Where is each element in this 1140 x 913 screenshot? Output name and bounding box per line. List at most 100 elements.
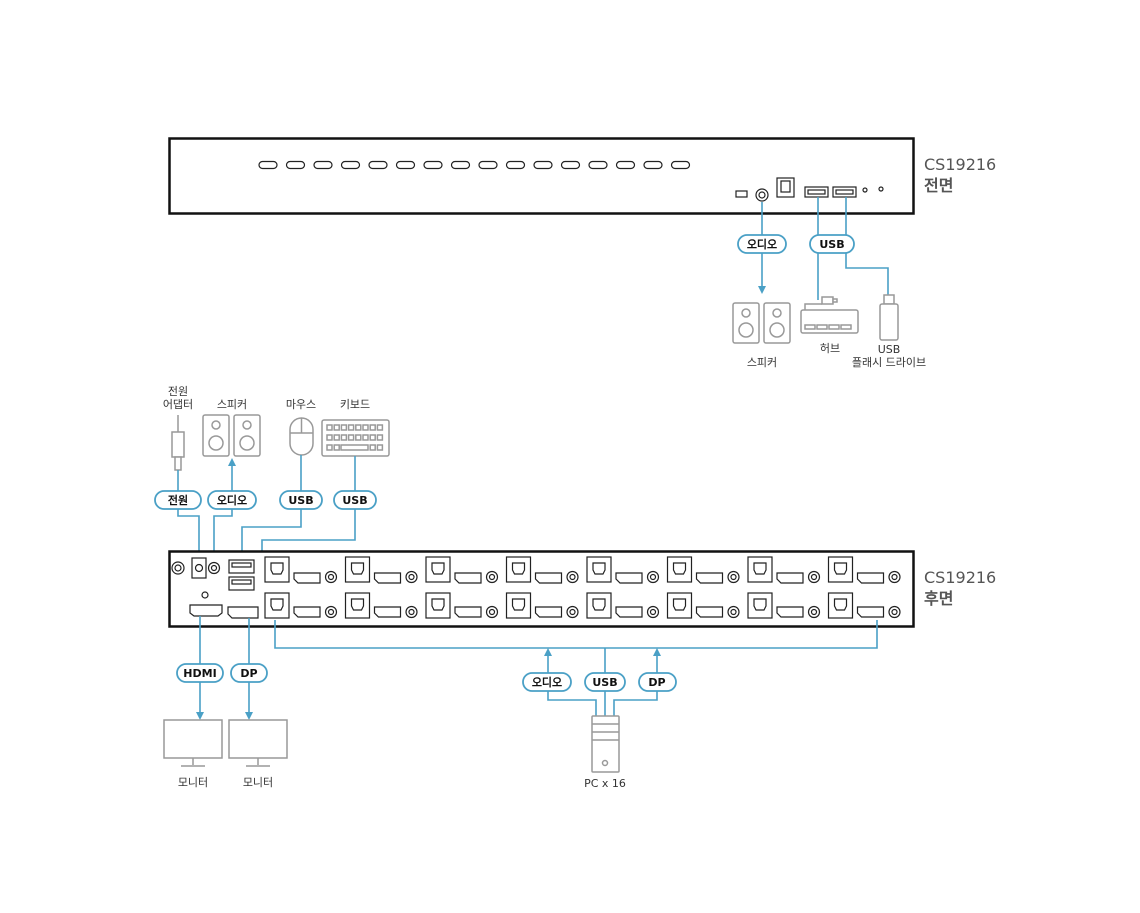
port-selection-led <box>423 160 443 170</box>
mouse-label: 마우스 <box>286 398 316 411</box>
svg-text:DP: DP <box>648 676 665 689</box>
keyboard-key <box>347 434 355 441</box>
pc-audio-jack-inner <box>569 573 576 581</box>
keyboard-key <box>369 444 376 451</box>
pc-dp-port <box>454 606 482 618</box>
pc-port-group <box>666 556 740 584</box>
monitor-icon <box>163 719 223 767</box>
power-adapter-label-1: 전원 <box>168 385 188 398</box>
port-selection-led <box>340 160 361 170</box>
mouse-icon <box>289 417 314 456</box>
console-dp-port <box>227 606 259 619</box>
pc-audio-pill: 오디오 <box>522 672 572 692</box>
pc-port-group <box>425 592 499 619</box>
monitor-label-1: 모니터 <box>178 776 208 789</box>
keyboard-key <box>340 434 348 441</box>
rear-panel <box>168 550 915 628</box>
pc-dp-port <box>856 606 885 618</box>
keyboard-key <box>333 424 340 431</box>
pc-dp-pill: DP <box>638 672 677 692</box>
pc-audio-jack-inner <box>408 573 415 581</box>
pc-port-group <box>264 592 338 619</box>
port-led-slots <box>258 160 691 170</box>
pc-dp-cable <box>613 691 658 716</box>
port-selection-led <box>588 160 608 170</box>
usb-b-socket <box>592 598 606 611</box>
pc-port-group <box>344 556 418 584</box>
port-selection-led <box>533 160 553 170</box>
front-led <box>862 187 868 193</box>
pc-port-groups <box>264 556 901 619</box>
rear-audio-cable <box>213 509 233 562</box>
pc-usb-pill: USB <box>584 672 626 692</box>
keyboard-key <box>355 424 362 431</box>
pc-audio-jack-inner <box>408 608 415 616</box>
pc-port-group <box>505 556 579 584</box>
usb-b-socket <box>753 562 767 575</box>
keyboard-key <box>347 424 355 431</box>
port-selection-led <box>450 160 471 170</box>
speaker-label: 스피커 <box>747 356 777 369</box>
rear-speaker-label: 스피커 <box>217 398 247 411</box>
pc-dp-port <box>856 572 885 584</box>
port-selection-led <box>478 160 498 170</box>
keyboard-key <box>326 434 333 441</box>
keyboard-key <box>376 424 384 431</box>
keyboard-spacebar <box>340 444 369 451</box>
power-adapter-label-2: 어댑터 <box>163 398 193 411</box>
pc-port-group <box>344 592 418 619</box>
pc-dp-port <box>615 606 643 618</box>
svg-text:오디오: 오디오 <box>747 237 777 251</box>
pc-audio-jack-inner <box>730 573 737 581</box>
pc-audio-jack-inner <box>488 608 496 616</box>
svg-text:전원: 전원 <box>168 493 188 507</box>
pc-bus-cable <box>274 620 878 649</box>
usb-flash-drive-icon <box>879 294 899 341</box>
usb-b-socket <box>350 562 365 575</box>
port-selection-led <box>505 160 526 170</box>
svg-text:USB: USB <box>819 238 844 251</box>
keyboard-key <box>333 444 340 451</box>
pc-port-group <box>827 556 901 584</box>
pc-audio-jack-inner <box>327 608 335 616</box>
keyboard-usb-pill: USB <box>333 490 377 510</box>
pc-dp-port <box>695 606 724 618</box>
front-side-label: 전면 <box>924 176 953 195</box>
front-switch <box>735 190 748 198</box>
keyboard-key <box>376 434 384 441</box>
pc-dp-port <box>293 572 321 584</box>
pc-dp-port <box>615 572 643 584</box>
pc-dp-port <box>534 606 563 618</box>
front-panel <box>168 137 915 215</box>
pc-audio-jack-inner <box>569 608 576 616</box>
keyboard-key <box>340 424 348 431</box>
front-model: CS19216 <box>924 155 996 174</box>
pc-usb-b-port <box>666 592 693 619</box>
front-usb-pill: USB <box>809 234 855 254</box>
pc-audio-jack-inner <box>488 573 496 581</box>
port-selection-led <box>285 160 306 170</box>
pc-audio-jack-inner <box>649 608 657 616</box>
port-selection-led <box>313 160 333 170</box>
power-pill: 전원 <box>154 490 202 510</box>
power-cable <box>177 509 200 558</box>
keyboard-key <box>355 434 362 441</box>
keyboard-key <box>333 434 340 441</box>
pc-dp-port <box>293 606 321 618</box>
dp-pill: DP <box>230 663 268 683</box>
ground-screw-small <box>201 591 209 599</box>
pc-port-group <box>747 592 821 619</box>
pc-port-group <box>666 592 740 619</box>
pc-audio-jack-inner <box>891 608 898 616</box>
svg-text:USB: USB <box>288 494 313 507</box>
port-selection-led <box>643 160 663 170</box>
pc-tower-icon <box>591 715 620 773</box>
svg-text:HDMI: HDMI <box>183 667 216 680</box>
pc-port-group <box>827 592 901 619</box>
pc-port-group <box>586 592 660 619</box>
usb-b-socket <box>431 598 445 611</box>
pc-dp-port <box>534 572 563 584</box>
console-hdmi-port <box>189 604 223 617</box>
keyboard-key <box>369 434 376 441</box>
